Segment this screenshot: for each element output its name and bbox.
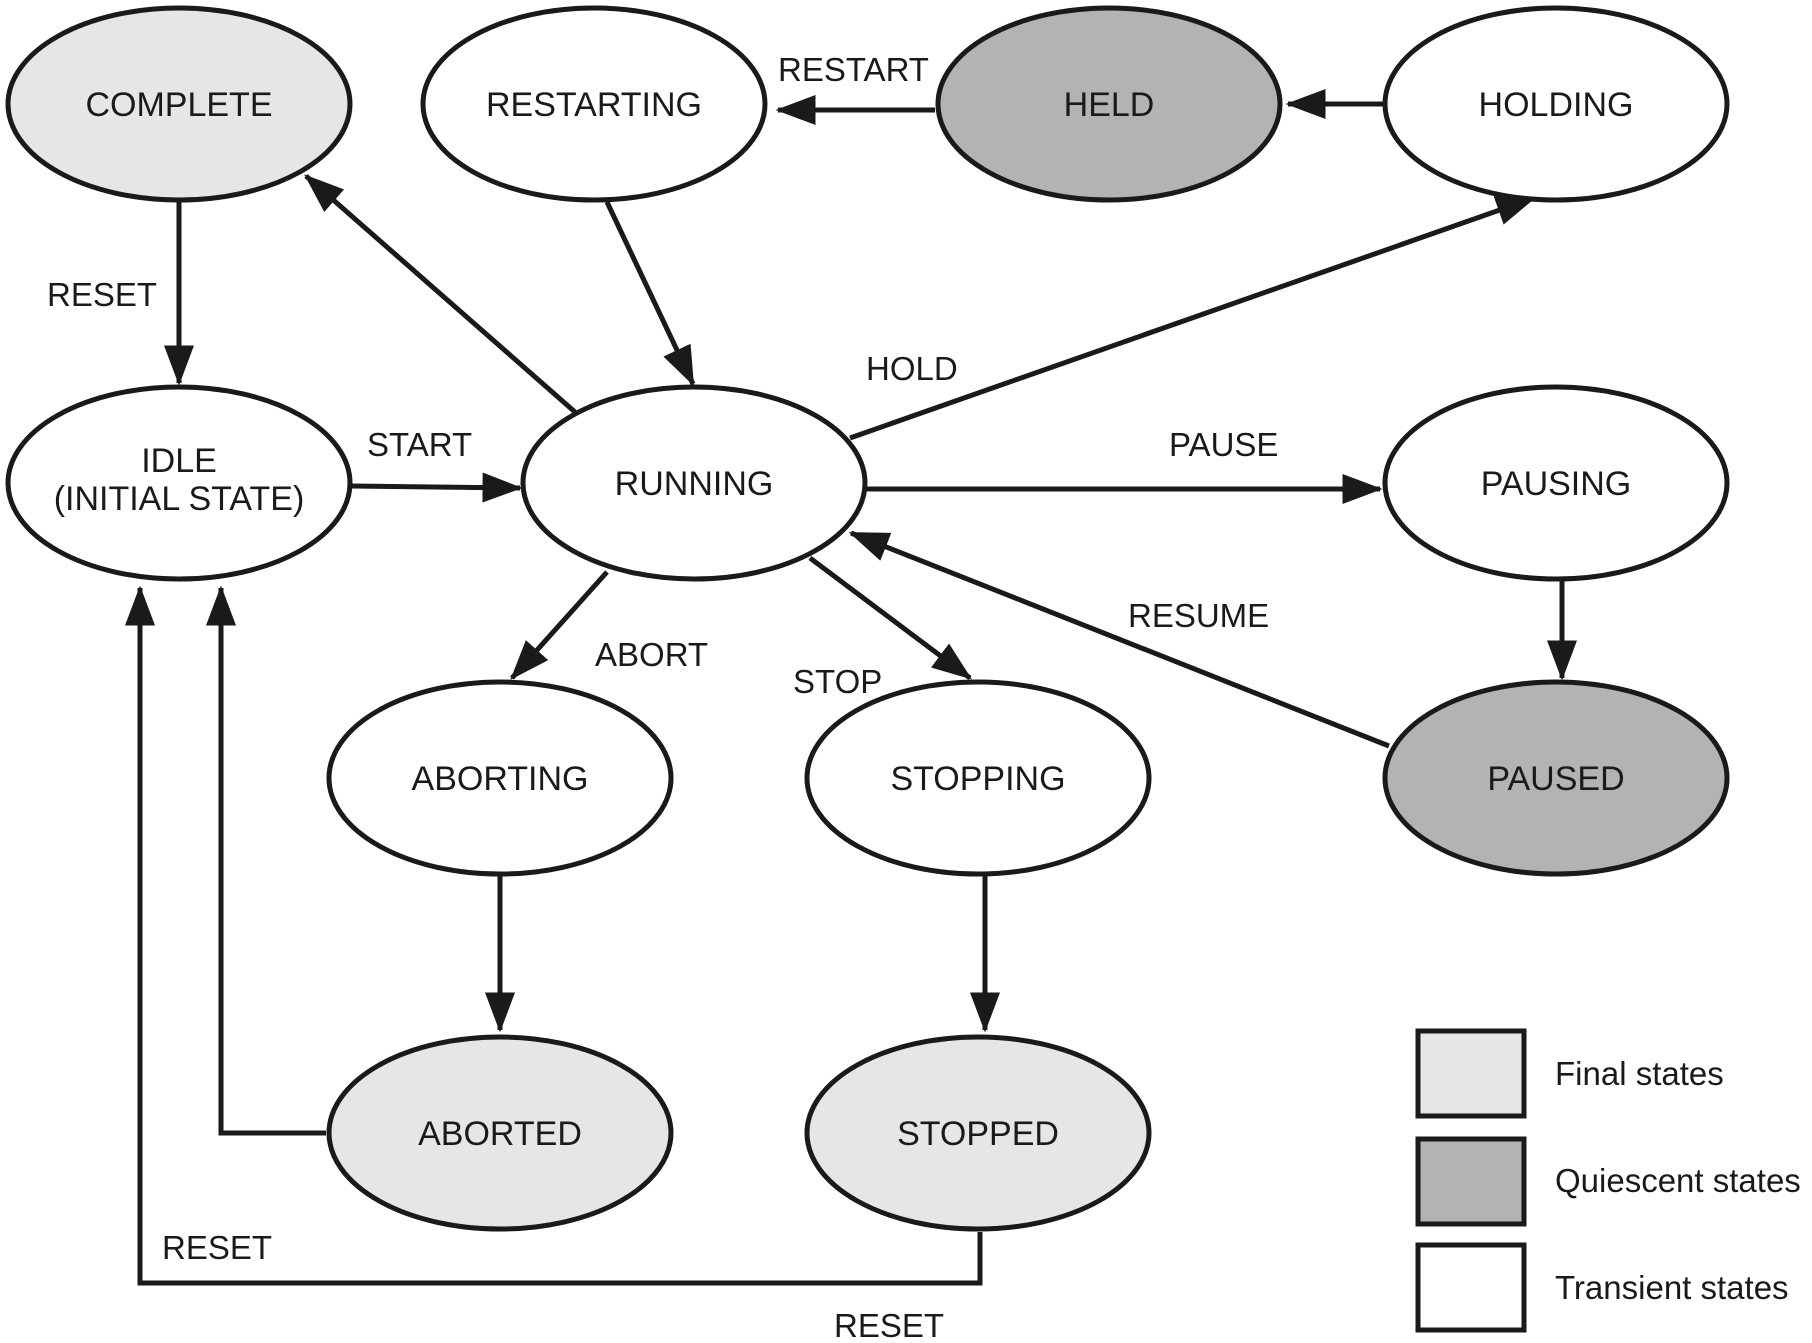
state-aborting: ABORTING — [326, 679, 674, 877]
label-resume: RESUME — [1128, 597, 1269, 634]
state-restarting: RESTARTING — [420, 5, 768, 203]
state-pausing-shape — [1382, 384, 1730, 582]
edge-running-to-aborting — [510, 570, 609, 680]
state-complete-label: COMPLETE — [85, 86, 272, 124]
legend-swatch-final — [1415, 1028, 1527, 1119]
state-running-shape — [520, 384, 868, 582]
edge-stopped-to-idle — [125, 585, 983, 1286]
edge-restarting-to-running — [604, 200, 696, 387]
edge-running-to-complete — [304, 174, 577, 414]
state-aborted-label: ABORTED — [418, 1115, 582, 1153]
state-stopping-shape — [804, 679, 1152, 877]
state-aborting-shape — [326, 679, 674, 877]
legend-swatch-quiescent — [1415, 1136, 1527, 1227]
label-start: START — [367, 426, 472, 463]
state-idle-label-line2: (INITIAL STATE) — [54, 480, 305, 518]
legend: Final states Quiescent states Transient … — [1415, 1028, 1801, 1333]
legend-swatch-transient — [1415, 1242, 1527, 1333]
state-stopped: STOPPED — [804, 1034, 1152, 1232]
edge-aborted-to-idle — [206, 585, 326, 1136]
state-running: RUNNING — [520, 384, 868, 582]
transition-labels: RESTART RESET HOLD START PAUSE RESUME AB… — [47, 51, 1278, 1343]
state-idle: IDLE (INITIAL STATE) — [5, 384, 353, 582]
edge-paused-to-running — [848, 530, 1390, 749]
edge-running-to-stopping — [808, 556, 972, 680]
state-aborting-label: ABORTING — [412, 760, 589, 798]
label-reset-complete: RESET — [47, 276, 157, 313]
state-held-label: HELD — [1064, 86, 1155, 124]
label-reset-aborted: RESET — [162, 1229, 272, 1266]
label-hold: HOLD — [866, 350, 958, 387]
state-restarting-shape — [420, 5, 768, 203]
state-stopped-label: STOPPED — [897, 1115, 1059, 1153]
state-idle-label-line1: IDLE — [141, 442, 217, 480]
state-aborted-shape — [326, 1034, 674, 1232]
transitions — [125, 89, 1577, 1286]
state-complete: COMPLETE — [5, 5, 353, 203]
state-holding-shape — [1382, 5, 1730, 203]
edge-running-to-holding — [849, 195, 1537, 441]
state-stopping-label: STOPPING — [890, 760, 1065, 798]
label-stop: STOP — [793, 663, 882, 700]
state-holding-label: HOLDING — [1479, 86, 1634, 124]
state-pausing: PAUSING — [1382, 384, 1730, 582]
state-running-label: RUNNING — [615, 465, 774, 503]
label-reset-stopped: RESET — [834, 1307, 944, 1343]
label-pause: PAUSE — [1169, 426, 1278, 463]
state-aborted: ABORTED — [326, 1034, 674, 1232]
state-held-shape — [935, 5, 1283, 203]
legend-label-final: Final states — [1555, 1055, 1724, 1092]
state-idle-shape — [5, 384, 353, 582]
state-held: HELD — [935, 5, 1283, 203]
state-restarting-label: RESTARTING — [486, 86, 702, 124]
legend-label-transient: Transient states — [1555, 1269, 1789, 1306]
label-restart: RESTART — [778, 51, 929, 88]
states: COMPLETE RESTARTING HELD HOLDING IDLE (I… — [5, 5, 1730, 1232]
state-paused: PAUSED — [1382, 679, 1730, 877]
state-paused-label: PAUSED — [1487, 760, 1624, 798]
state-holding: HOLDING — [1382, 5, 1730, 203]
label-abort: ABORT — [595, 636, 708, 673]
state-pausing-label: PAUSING — [1481, 465, 1632, 503]
legend-label-quiescent: Quiescent states — [1555, 1162, 1801, 1199]
state-paused-shape — [1382, 679, 1730, 877]
state-stopped-shape — [804, 1034, 1152, 1232]
edge-idle-to-running — [351, 472, 523, 503]
state-stopping: STOPPING — [804, 679, 1152, 877]
state-complete-shape — [5, 5, 353, 203]
